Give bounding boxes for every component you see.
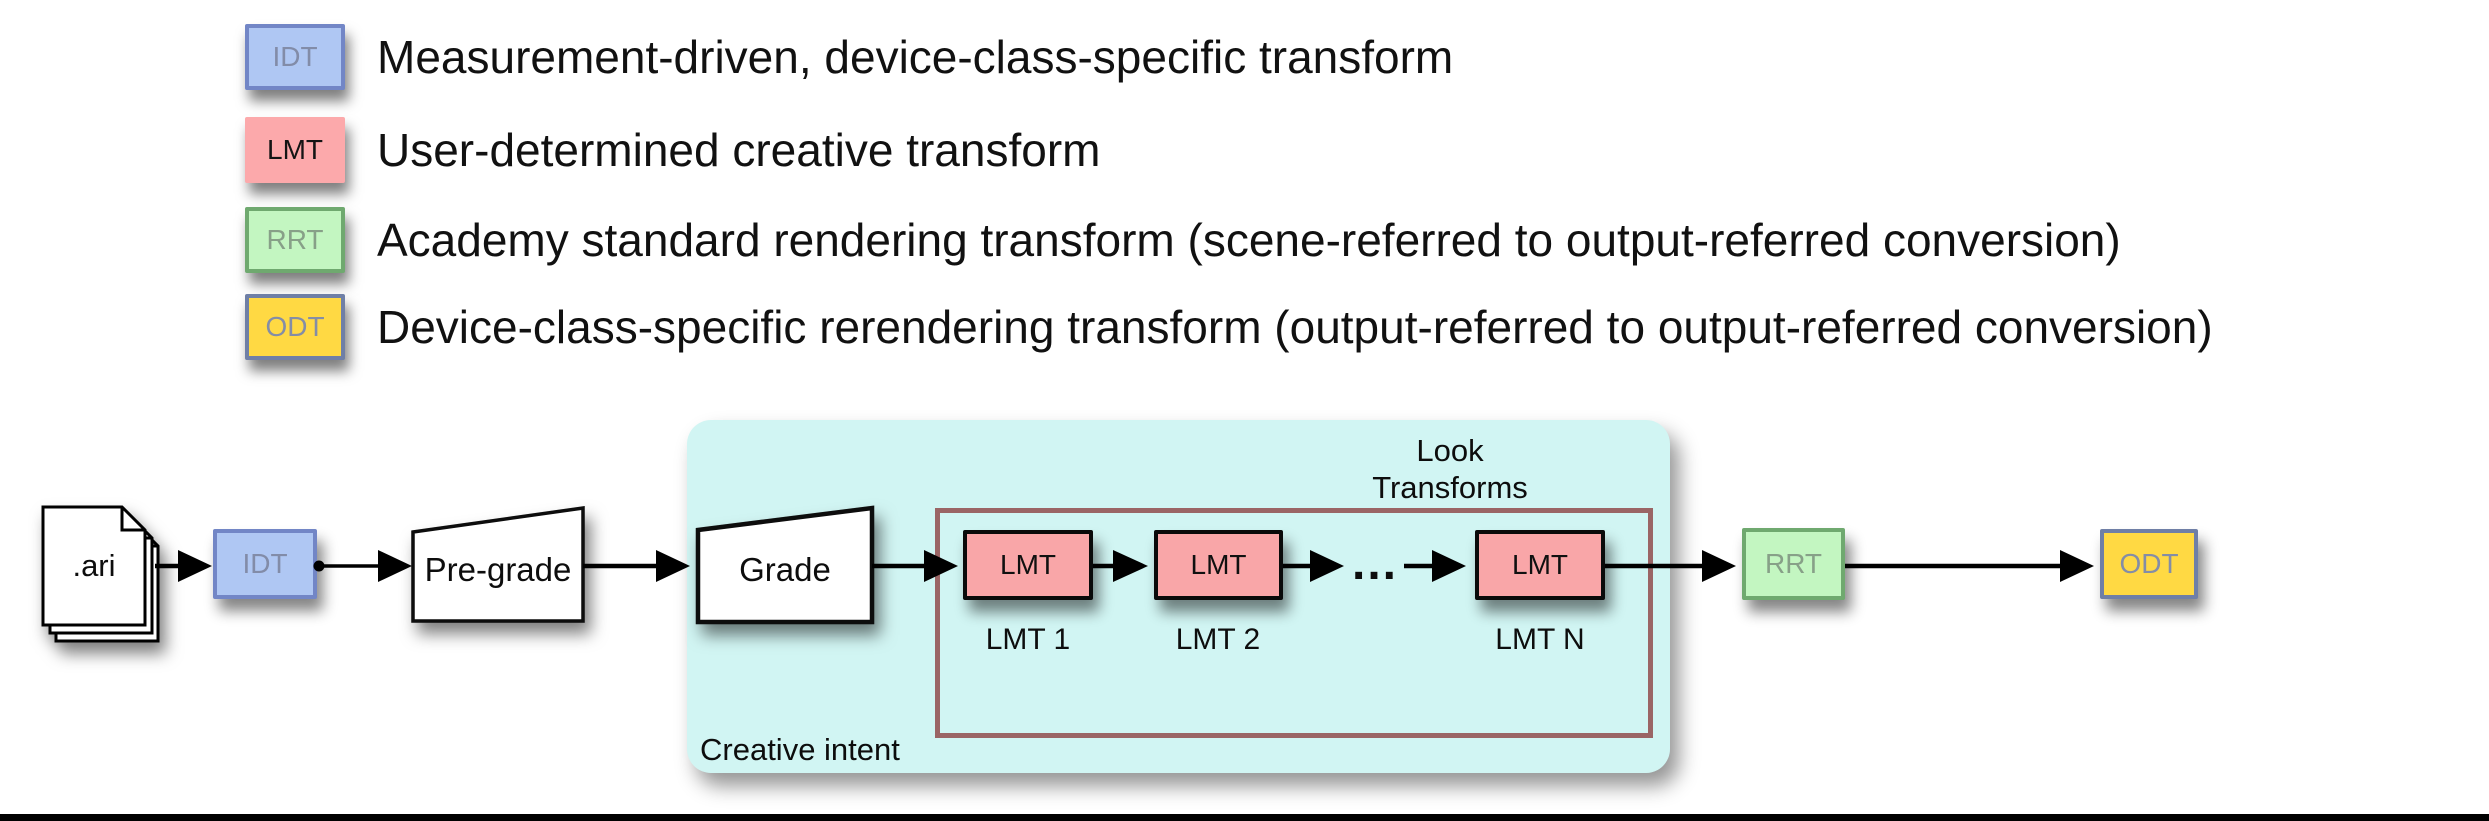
legend-odt-label: ODT (265, 311, 325, 342)
flow-odt-box: ODT (2100, 529, 2198, 599)
look-transforms-label-line2: Transforms (1372, 470, 1528, 505)
legend-idt-box: IDT (245, 24, 345, 90)
legend-odt-box: ODT (245, 294, 345, 360)
bottom-edge-bar (0, 814, 2489, 821)
legend-rrt-box: RRT (245, 207, 345, 273)
ari-file-label: .ari (72, 548, 116, 583)
flow-lmtn-label: LMT (1512, 549, 1568, 580)
legend-idt-description: Measurement-driven, device-class-specifi… (377, 31, 1454, 83)
legend-idt-label: IDT (272, 41, 318, 72)
legend-lmt-description: User-determined creative transform (377, 124, 1101, 176)
legend-lmt-box: LMT (245, 117, 345, 183)
flow-odt-label: ODT (2119, 548, 2179, 579)
legend-odt-description: Device-class-specific rerendering transf… (377, 301, 2213, 353)
flow-idt-box: IDT (213, 529, 317, 599)
flow-idt-label: IDT (242, 548, 288, 579)
lmt2-caption: LMT 2 (1175, 623, 1261, 656)
flow-lmt1-label: LMT (1000, 549, 1056, 580)
look-transforms-box (935, 508, 1653, 738)
flow-lmt2-box: LMT (1154, 530, 1283, 600)
pre-grade-label: Pre-grade (424, 551, 572, 588)
flow-rrt-box: RRT (1742, 528, 1845, 600)
legend-lmt-label: LMT (267, 134, 323, 165)
lmt1-caption: LMT 1 (985, 623, 1071, 656)
creative-intent-label: Creative intent (700, 732, 900, 767)
look-transforms-label: Look Transforms (1310, 432, 1590, 506)
flow-lmt1-box: LMT (963, 530, 1093, 600)
grade-label: Grade (739, 551, 831, 588)
flow-rrt-label: RRT (1764, 548, 1823, 579)
look-transforms-label-line1: Look (1416, 433, 1484, 468)
legend-rrt-description: Academy standard rendering transform (sc… (377, 214, 2121, 266)
flow-lmtn-box: LMT (1475, 530, 1605, 600)
lmt-chain-ellipsis: ... (1351, 537, 1398, 590)
lmtn-caption: LMT N (1495, 623, 1585, 656)
legend-rrt-label: RRT (266, 224, 324, 255)
flow-lmt2-label: LMT (1190, 549, 1247, 580)
